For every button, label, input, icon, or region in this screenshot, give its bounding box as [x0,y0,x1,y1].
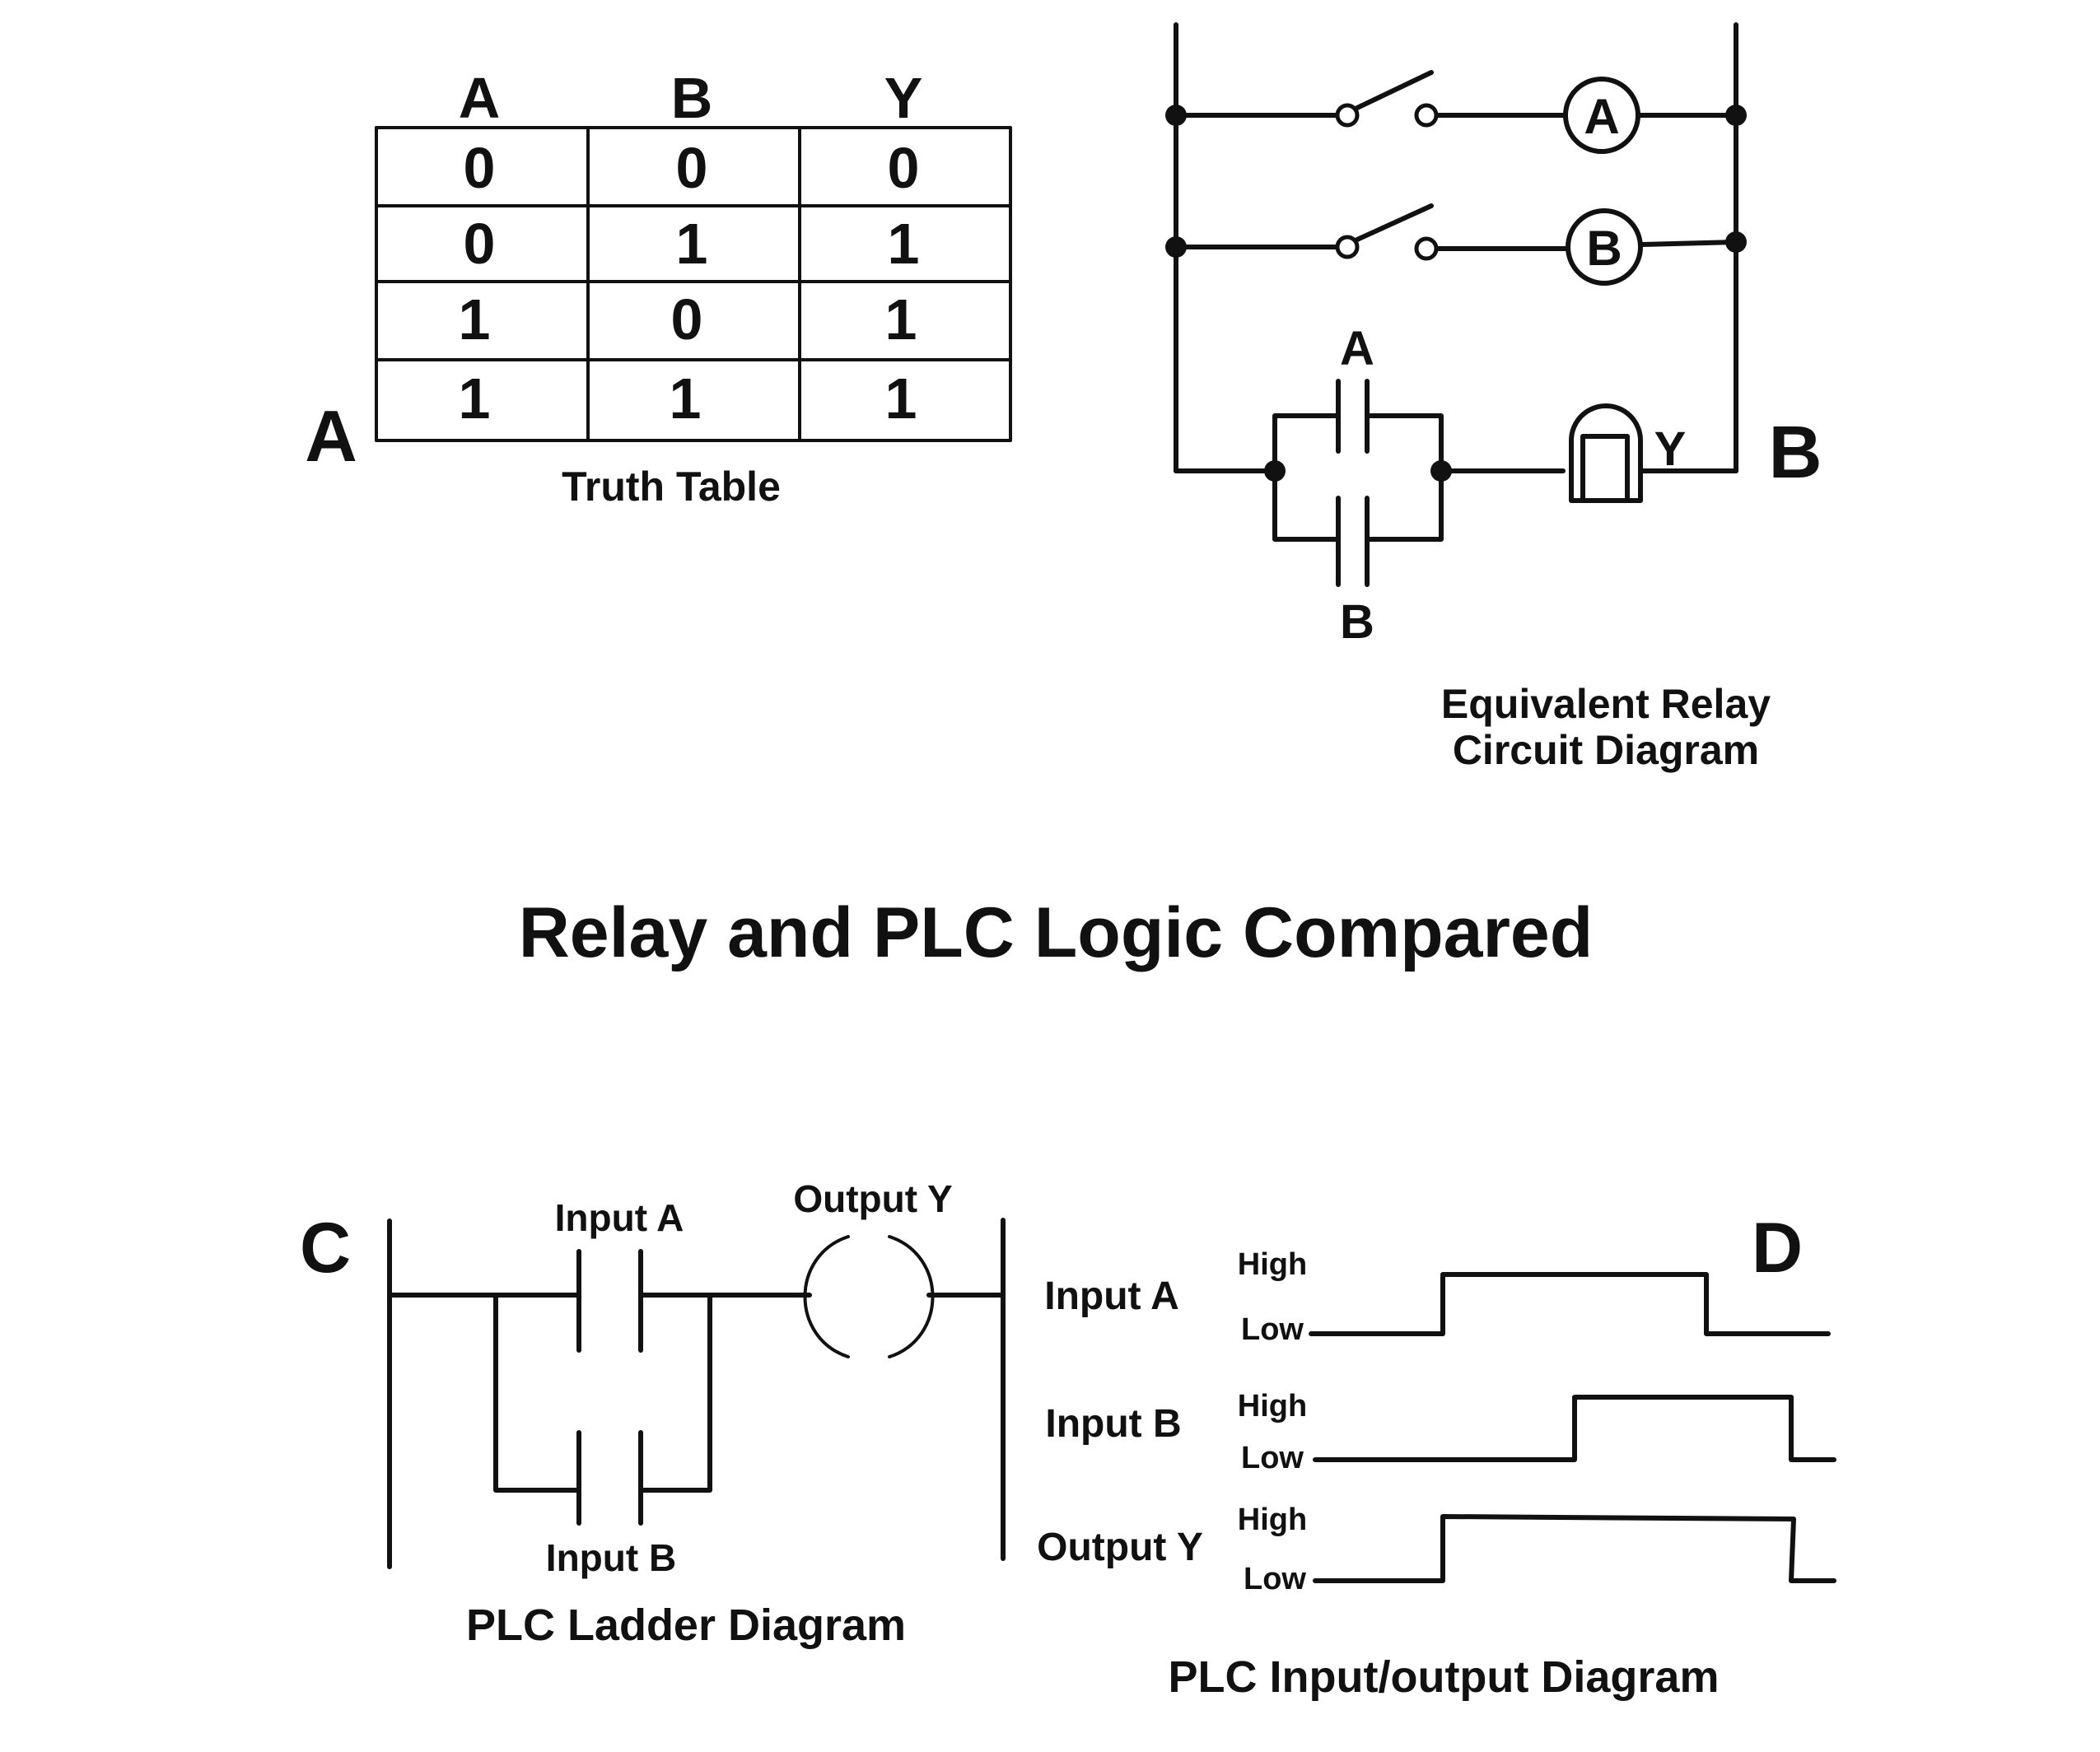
truth-table-header-b: B [671,66,713,130]
lamp-icon [1569,403,1643,503]
truth-table-cell: 1 [676,212,708,276]
figure-title: Relay and PLC Logic Compared [519,893,1594,972]
relay-circuit-wiring [1174,22,1738,587]
junction-dots [1165,105,1747,482]
relay-coil-b-label: B [1586,221,1622,276]
truth-table-cell: 1 [670,366,702,431]
relay-caption-line1: Equivalent Relay [1441,681,1771,727]
panel-letter-c: C [300,1209,351,1288]
ladder-diagram-panel: C Input A Input B Output Y PLC Ladder Di… [300,1177,1006,1650]
truth-table-cell: 1 [888,212,920,276]
truth-table-cell: 0 [464,212,496,276]
panel-letter-b: B [1769,412,1822,494]
timing-signal-label: Input B [1045,1402,1181,1446]
truth-table-header-a: A [459,66,501,130]
relay-contact-a-label: A [1340,322,1374,375]
ladder-input-a-label: Input A [555,1196,684,1239]
relay-coil-a-label: A [1584,89,1619,144]
truth-table-cell: 0 [464,136,496,200]
ladder-input-b-label: Input B [546,1536,676,1579]
truth-table-cell: 1 [459,366,491,431]
truth-table-cell: 0 [888,136,920,200]
relay-circuit-panel: A B A B Y B Equivalent Relay Circuit Dia… [1165,22,1822,773]
truth-table-cell: 0 [676,136,708,200]
panel-letter-a: A [305,395,357,477]
timing-high-label: High [1238,1503,1307,1537]
timing-waveform-output-y [1313,1514,1836,1583]
relay-coil-a: A [1563,77,1640,154]
timing-signal-label: Input A [1044,1274,1179,1318]
timing-waveform-input-b [1313,1395,1836,1462]
truth-table-cell: 1 [885,366,917,431]
output-coil-icon [803,1235,935,1358]
panel-letter-d: D [1752,1209,1803,1288]
truth-table-caption: Truth Table [562,464,781,510]
truth-table-header-y: Y [884,66,923,130]
timing-high-label: High [1238,1247,1307,1282]
timing-signal-label: Output Y [1037,1526,1203,1569]
relay-contact-b-label: B [1340,595,1374,649]
ladder-wiring [387,1218,1006,1569]
timing-low-label: Low [1241,1312,1304,1347]
switch-terminals [1335,103,1439,261]
io-timing-panel: D Input A High Low Input B High Low Outp… [1037,1209,1836,1702]
truth-table-cell: 1 [885,287,917,352]
truth-table-cell: 0 [671,287,703,352]
truth-table-panel: A A B Y 0 0 0 0 1 1 1 0 1 1 1 1 Truth Ta… [305,66,1012,510]
relay-caption-line2: Circuit Diagram [1453,727,1759,773]
relay-coil-b: B [1566,208,1643,286]
ladder-output-y-label: Output Y [793,1177,952,1220]
timing-low-label: Low [1241,1441,1304,1475]
lamp-label: Y [1654,422,1687,476]
timing-waveform-input-a [1309,1272,1831,1336]
truth-table-cell: 1 [459,287,491,352]
timing-low-label: Low [1244,1562,1306,1596]
timing-caption: PLC Input/output Diagram [1169,1652,1720,1702]
timing-high-label: High [1238,1389,1307,1424]
truth-table-grid [375,126,1012,442]
ladder-caption: PLC Ladder Diagram [466,1601,906,1650]
